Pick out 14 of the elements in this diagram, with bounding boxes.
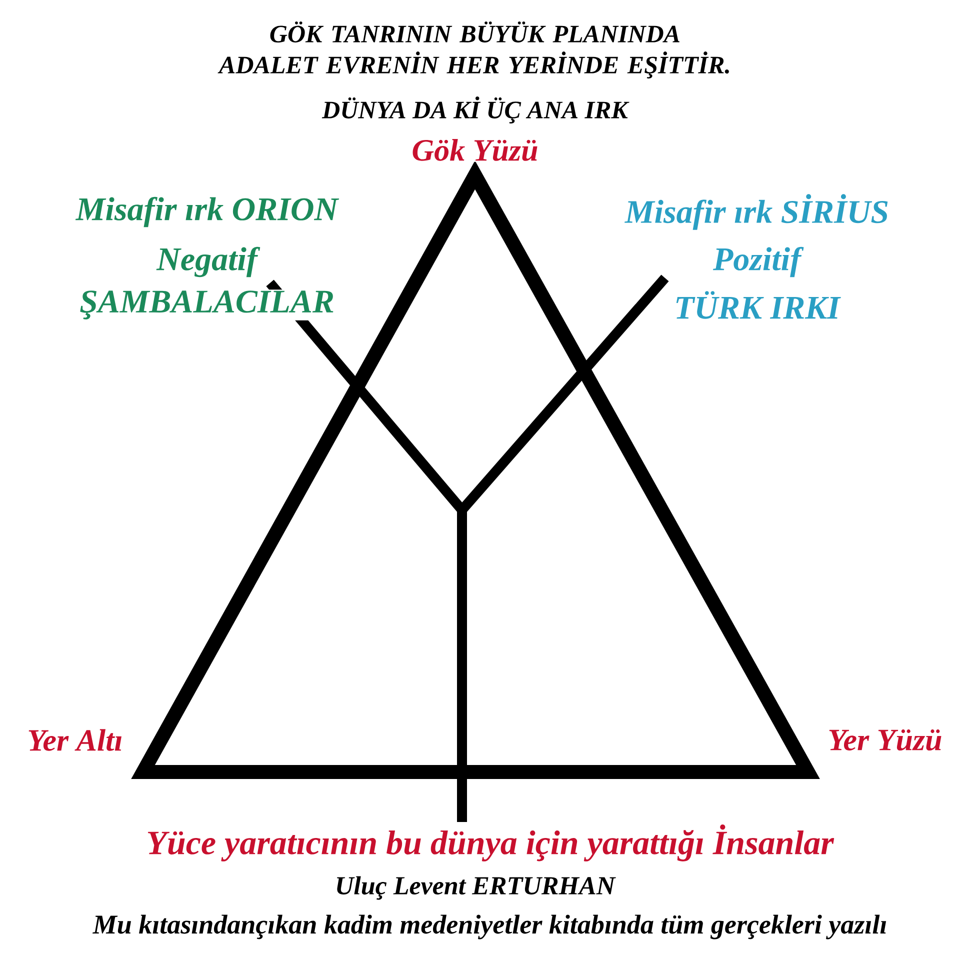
vertex-label: Yer Altı — [26, 728, 124, 752]
vertex-label: Yer Yüzü — [826, 728, 944, 752]
vertex-label: Gök Yüzü — [410, 138, 540, 162]
group-label: ŞAMBALACILAR — [78, 290, 336, 320]
group-label: Pozitif — [712, 246, 804, 278]
group-label: Negatif — [156, 246, 260, 278]
caption-text: Yüce yaratıcının bu dünya için yarattığı İnsanlar — [145, 824, 835, 862]
group-label: TÜRK IRKI — [673, 290, 841, 320]
heading: DÜNYA DA Kİ ÜÇ ANA IRK — [321, 96, 630, 124]
group-label: Misafir ırk SİRİUS — [624, 193, 890, 231]
author-name: Uluç Levent ERTURHAN — [334, 875, 616, 901]
group-label: Misafir ırk ORION — [74, 196, 340, 228]
heading: GÖK TANRININ BÜYÜK PLANINDA ADALET EVRENİN HER YERİNDE EŞİTTİR. — [218, 21, 729, 79]
note-text: Mu kıtasındançıkan kadim medeniyetler kitabında tüm gerçekleri yazılı — [92, 914, 888, 940]
